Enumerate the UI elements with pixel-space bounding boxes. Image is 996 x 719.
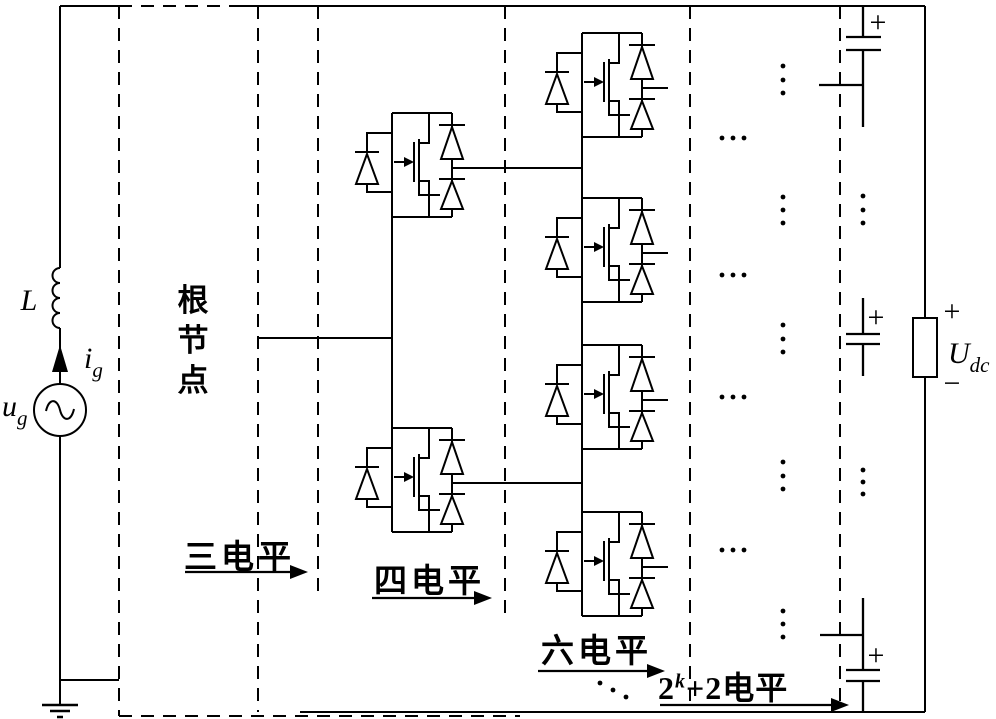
- sine-icon: [45, 400, 75, 420]
- switch-cell-4: [544, 197, 656, 303]
- level-boundary-dashed-lines: [118, 5, 841, 717]
- capacitor-top: [819, 6, 881, 127]
- plus-sign-load: +: [944, 295, 961, 328]
- current-arrow: [52, 345, 68, 372]
- inductor-symbol: [51, 267, 61, 329]
- ground-icon: [42, 703, 78, 719]
- switch-cell-1: [354, 112, 466, 218]
- three-level-label: 三电平: [184, 540, 295, 576]
- ellipsis-dots: [597, 63, 866, 700]
- inductor-label: L: [20, 284, 38, 317]
- grid-voltage-label: ug: [2, 390, 28, 430]
- 2k-plus-2-level-label: 2k+2电平: [658, 670, 789, 706]
- capacitor-bottom: [820, 598, 880, 712]
- minus-sign-load: −: [944, 367, 961, 400]
- level-arrows: [185, 565, 849, 712]
- plus-sign-cap-top: +: [870, 6, 887, 39]
- capacitor-middle: [846, 298, 880, 376]
- six-level-label: 六电平: [541, 634, 652, 670]
- root-node-label: 根 节 点: [177, 283, 209, 398]
- plus-sign-cap-bottom: +: [868, 639, 885, 672]
- switch-cell-2: [354, 427, 466, 533]
- dc-load-resistor: [912, 317, 938, 378]
- grid-current-label: ig: [84, 342, 103, 382]
- switch-cell-6: [544, 511, 656, 617]
- switch-cell-3: [544, 32, 656, 138]
- plus-sign-cap-middle: +: [868, 301, 885, 334]
- switch-cell-5: [544, 344, 656, 450]
- four-level-label: 四电平: [374, 564, 485, 600]
- dc-voltage-label: Udc: [948, 337, 990, 377]
